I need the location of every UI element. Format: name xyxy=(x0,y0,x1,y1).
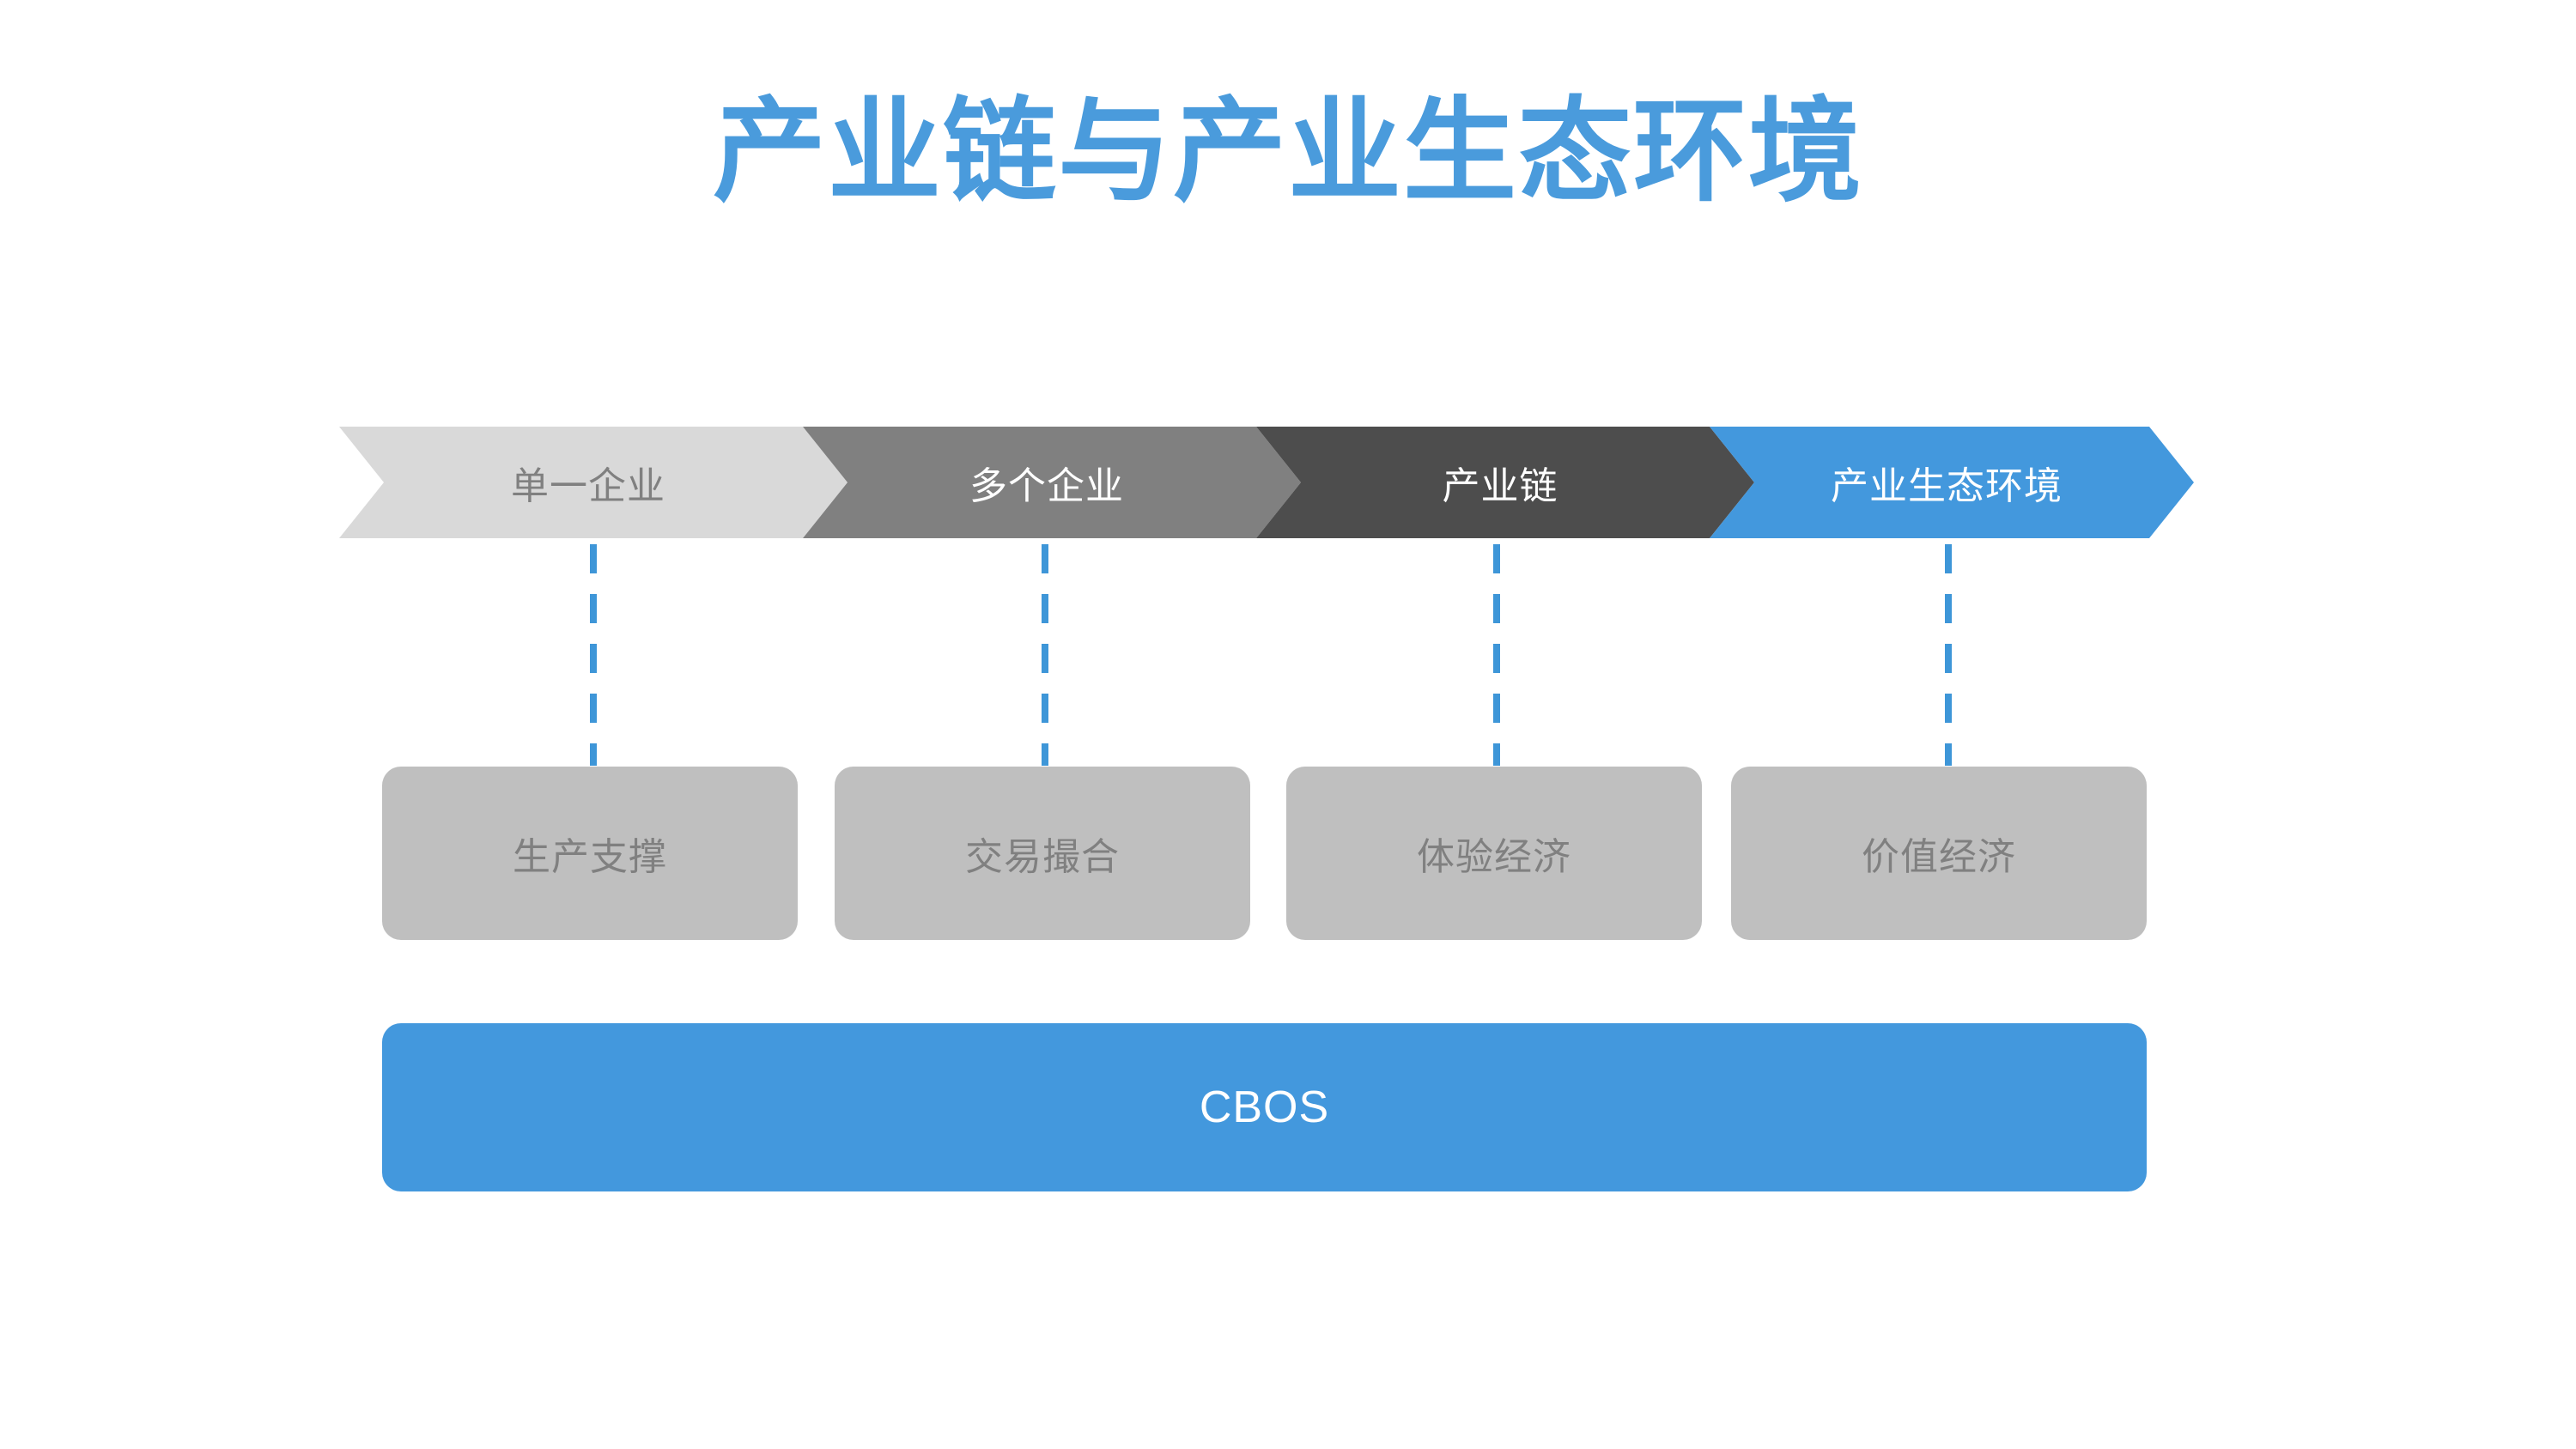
chevron-step-3[interactable]: 产业链 xyxy=(1256,427,1754,538)
stage-box-1-label: 生产支撑 xyxy=(513,836,667,878)
chevron-step-1-label: 单一企业 xyxy=(511,465,665,507)
stage-box-3-label: 体验经济 xyxy=(1417,836,1571,878)
stage-box-3[interactable]: 体验经济 xyxy=(1286,767,1702,940)
stage-box-2[interactable]: 交易撮合 xyxy=(835,767,1250,940)
connector-line-4 xyxy=(1945,544,1952,766)
stage-box-row: 生产支撑 交易撮合 体验经济 价值经济 xyxy=(382,767,2147,940)
connector-line-3 xyxy=(1493,544,1500,766)
stage-box-1[interactable]: 生产支撑 xyxy=(382,767,798,940)
foundation-bar-label: CBOS xyxy=(1199,1082,1330,1132)
chevron-step-2[interactable]: 多个企业 xyxy=(803,427,1301,538)
chevron-step-4[interactable]: 产业生态环境 xyxy=(1710,427,2194,538)
foundation-bar-cbos[interactable]: CBOS xyxy=(382,1023,2147,1191)
chevron-step-1[interactable]: 单一企业 xyxy=(339,427,848,538)
stage-box-4-label: 价值经济 xyxy=(1862,836,2016,878)
chevron-step-4-label: 产业生态环境 xyxy=(1831,465,2063,507)
stage-box-2-label: 交易撮合 xyxy=(965,836,1120,878)
stage-box-4[interactable]: 价值经济 xyxy=(1731,767,2147,940)
chevron-step-3-label: 产业链 xyxy=(1442,465,1558,507)
chevron-step-2-label: 多个企业 xyxy=(969,465,1124,507)
chevron-process-row: 单一企业 多个企业 产业链 产业生态环境 xyxy=(339,427,2194,538)
connector-line-2 xyxy=(1042,544,1048,766)
page-title: 产业链与产业生态环境 xyxy=(713,88,1863,215)
connector-line-1 xyxy=(590,544,597,766)
